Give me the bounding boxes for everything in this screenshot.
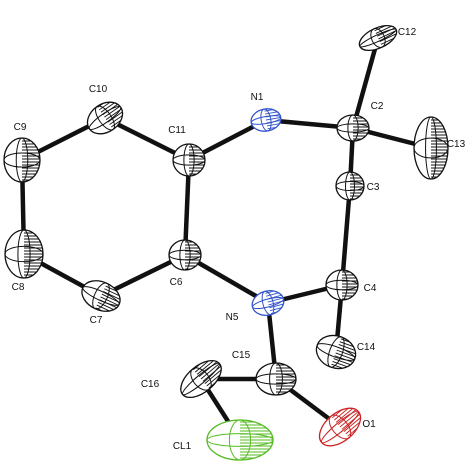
atom-label-c2: C2 <box>371 101 384 112</box>
atom-label-n1: N1 <box>251 92 264 103</box>
atom-label-c12: C12 <box>398 27 417 38</box>
bond-c12-c2 <box>350 35 381 131</box>
atom-n5-ellipsoid <box>251 287 287 317</box>
atom-c10-ellipsoid <box>86 95 129 135</box>
bond-c3-c4 <box>339 183 353 288</box>
atom-c2-ellipsoid <box>336 114 370 142</box>
atom-c12-ellipsoid <box>358 20 401 56</box>
atom-c3-ellipsoid <box>335 171 365 201</box>
atom-c15-ellipsoid <box>255 362 297 396</box>
bonds-layer <box>19 35 434 443</box>
atom-c11-ellipsoid <box>172 143 206 177</box>
atom-label-cl1: CL1 <box>173 441 192 452</box>
atom-label-c4: C4 <box>364 283 377 294</box>
atom-c6-ellipsoid <box>168 239 202 271</box>
atom-cl1-ellipsoid <box>206 419 274 461</box>
atoms-layer <box>3 20 449 461</box>
atom-label-c11: C11 <box>168 125 186 136</box>
atom-label-c13: C13 <box>447 139 466 150</box>
atom-c9-ellipsoid <box>3 137 41 183</box>
atom-label-c3: C3 <box>367 182 380 193</box>
atom-c8-ellipsoid <box>4 229 44 279</box>
atom-label-c8: C8 <box>12 282 25 293</box>
atom-label-c15: C15 <box>232 350 251 361</box>
atom-label-c16: C16 <box>141 379 160 390</box>
atom-label-n5: N5 <box>226 312 239 323</box>
atom-label-c9: C9 <box>14 122 27 133</box>
atom-c7-ellipsoid <box>81 277 126 318</box>
atom-label-c14: C14 <box>357 342 376 353</box>
atom-label-c6: C6 <box>170 277 183 288</box>
atom-c4-ellipsoid <box>325 269 359 301</box>
atom-label-o1: O1 <box>362 419 376 430</box>
atom-label-c7: C7 <box>90 315 103 326</box>
atom-n1-ellipsoid <box>250 106 283 134</box>
atom-label-c10: C10 <box>89 84 108 95</box>
